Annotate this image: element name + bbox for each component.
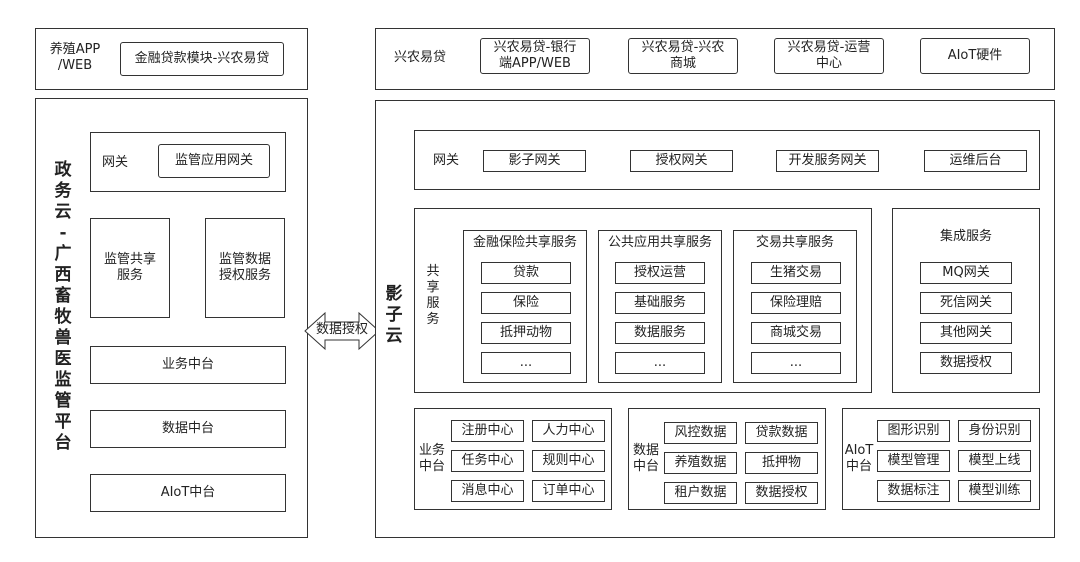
business-item: 消息中心 xyxy=(451,480,524,502)
shared-finance-item: 抵押动物 xyxy=(481,322,571,344)
left-gateway-item: 监管应用网关 xyxy=(158,144,270,178)
integration-services-title: 集成服务 xyxy=(939,229,992,244)
left-aiot-platform: AIoT中台 xyxy=(90,474,286,512)
data-item: 租户数据 xyxy=(664,482,737,504)
gateway-auth: 授权网关 xyxy=(630,150,733,172)
shared-finance-item: 贷款 xyxy=(481,262,571,284)
data-item: 抵押物 xyxy=(745,452,818,474)
right-top-label: 兴农易贷 xyxy=(393,50,446,65)
left-data-auth-service: 监管数据 授权服务 xyxy=(205,218,285,318)
integration-item: MQ网关 xyxy=(920,262,1012,284)
integration-item: 数据授权 xyxy=(920,352,1012,374)
shared-public-item: 数据服务 xyxy=(615,322,705,344)
business-item: 人力中心 xyxy=(532,420,605,442)
top-item-ops-center: 兴农易贷-运营 中心 xyxy=(774,38,884,74)
shared-trade-item: ... xyxy=(751,352,841,374)
shared-services-label: 共 享 服 务 xyxy=(426,264,440,327)
data-platform-label: 数据 中台 xyxy=(632,443,659,474)
shared-trade-item: 商城交易 xyxy=(751,322,841,344)
business-platform-label: 业务 中台 xyxy=(418,443,445,474)
shared-finance-item: ... xyxy=(481,352,571,374)
left-gateway-label: 网关 xyxy=(101,155,128,170)
aiot-item: 模型管理 xyxy=(877,450,950,472)
integration-item: 其他网关 xyxy=(920,322,1012,344)
integration-item: 死信网关 xyxy=(920,292,1012,314)
left-platform-title: 政 务 云 - 广 西 畜 牧 兽 医 监 管 平 台 xyxy=(54,160,72,453)
arrow-label: 数据授权 xyxy=(315,322,368,337)
left-data-platform: 数据中台 xyxy=(90,410,286,448)
aiot-item: 模型训练 xyxy=(958,480,1031,502)
aiot-item: 图形识别 xyxy=(877,420,950,442)
data-item: 贷款数据 xyxy=(745,422,818,444)
aiot-item: 数据标注 xyxy=(877,480,950,502)
shared-group-trade-title: 交易共享服务 xyxy=(755,235,834,250)
top-item-bank-app: 兴农易贷-银行 端APP/WEB xyxy=(480,38,590,74)
left-business-platform: 业务中台 xyxy=(90,346,286,384)
aiot-platform-label: AIoT 中台 xyxy=(844,443,874,474)
gateway-ops-backend: 运维后台 xyxy=(924,150,1027,172)
top-item-aiot-hardware: AIoT硬件 xyxy=(920,38,1030,74)
shared-trade-item: 保险理赔 xyxy=(751,292,841,314)
gateway-shadow: 影子网关 xyxy=(483,150,586,172)
shared-trade-item: 生猪交易 xyxy=(751,262,841,284)
shared-public-item: 基础服务 xyxy=(615,292,705,314)
shared-public-item: 授权运营 xyxy=(615,262,705,284)
shadow-cloud-title: 影 子 云 xyxy=(385,284,403,346)
top-item-mall: 兴农易贷-兴农 商城 xyxy=(628,38,738,74)
left-app-module: 金融贷款模块-兴农易贷 xyxy=(120,42,284,76)
shared-public-item: ... xyxy=(615,352,705,374)
left-shared-service: 监管共享 服务 xyxy=(90,218,170,318)
data-item: 数据授权 xyxy=(745,482,818,504)
data-item: 养殖数据 xyxy=(664,452,737,474)
business-item: 任务中心 xyxy=(451,450,524,472)
shared-finance-item: 保险 xyxy=(481,292,571,314)
shared-group-public-title: 公共应用共享服务 xyxy=(607,235,712,250)
business-item: 订单中心 xyxy=(532,480,605,502)
business-item: 规则中心 xyxy=(532,450,605,472)
left-app-label: 养殖APP /WEB xyxy=(49,42,101,73)
aiot-item: 身份识别 xyxy=(958,420,1031,442)
right-gateway-label: 网关 xyxy=(432,153,459,168)
gateway-dev-service: 开发服务网关 xyxy=(776,150,879,172)
aiot-item: 模型上线 xyxy=(958,450,1031,472)
shared-group-finance-title: 金融保险共享服务 xyxy=(472,235,577,250)
business-item: 注册中心 xyxy=(451,420,524,442)
data-item: 风控数据 xyxy=(664,422,737,444)
